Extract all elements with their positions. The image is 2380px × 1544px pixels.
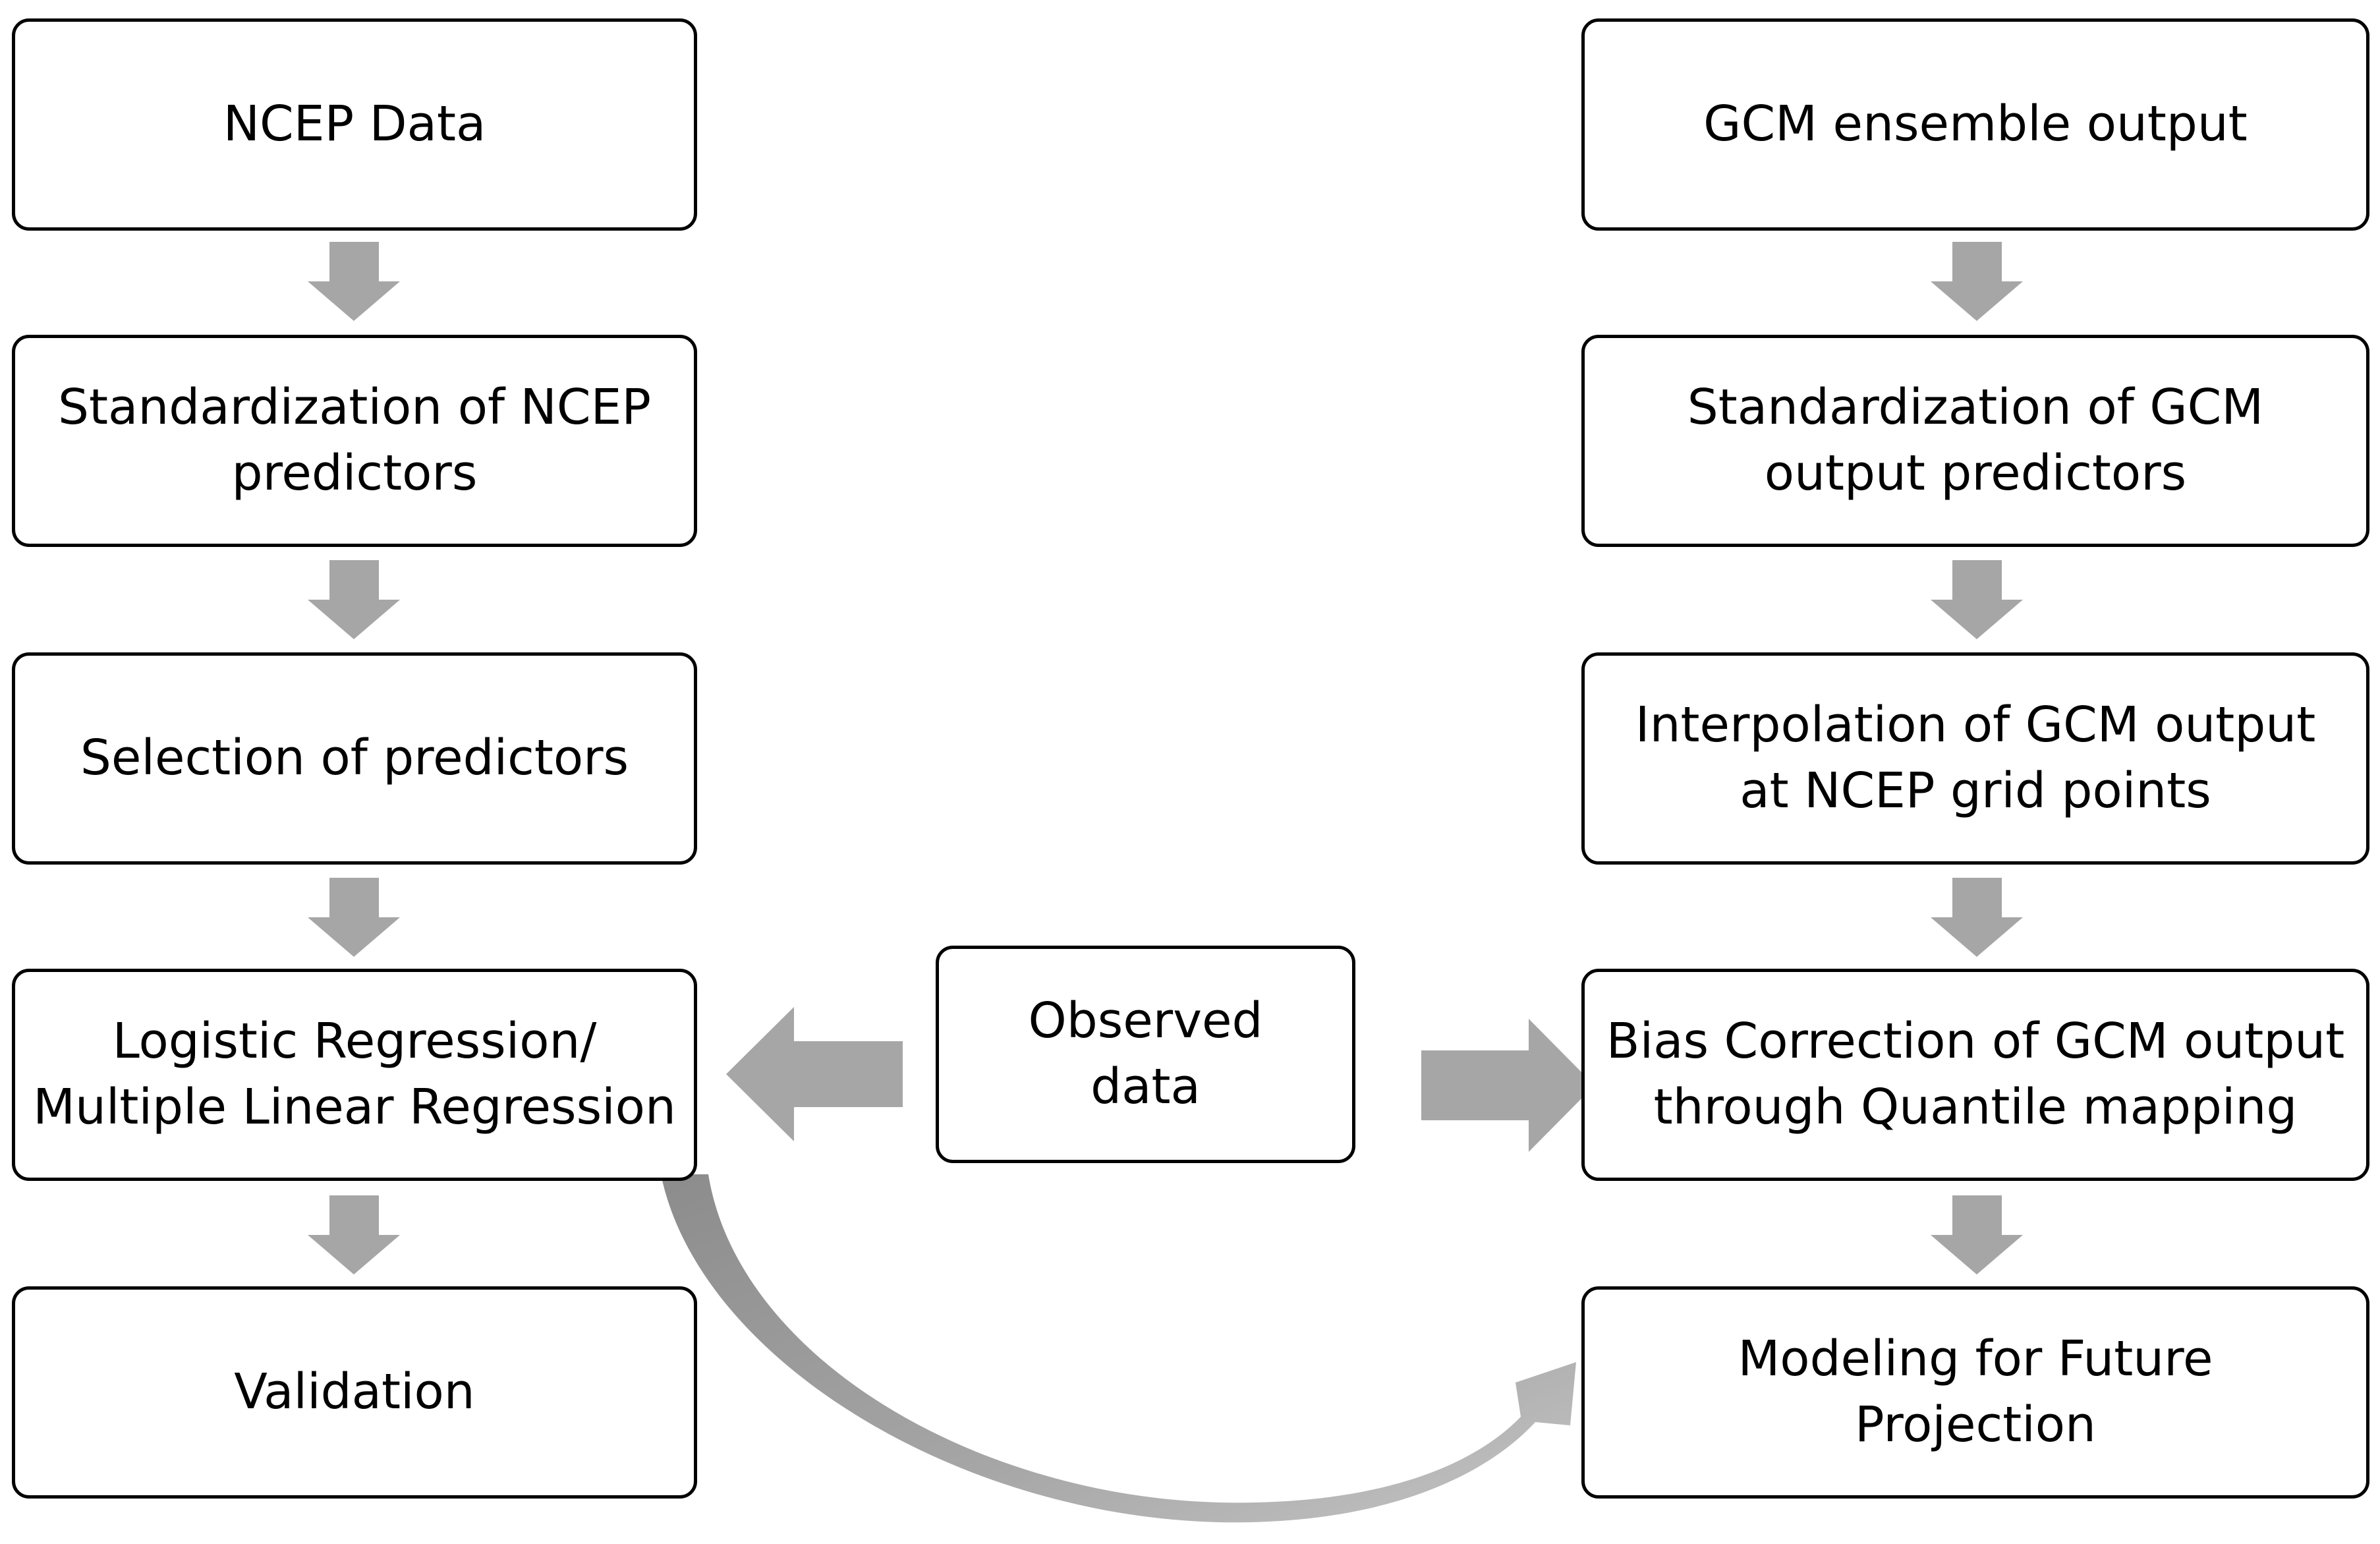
box-label: Multiple Linear Regression [33, 1079, 676, 1135]
ncep-data-box: NCEP Data [12, 18, 697, 231]
future-projection-box: Modeling for Future Projection [1581, 1286, 2369, 1499]
box-label: Projection [1855, 1396, 2096, 1453]
box-label: through Quantile mapping [1653, 1079, 2298, 1135]
box-label: GCM ensemble output [1703, 96, 2248, 153]
standardization-ncep-box: Standardization of NCEP predictors [12, 335, 697, 547]
down-arrow-icon [1931, 560, 2023, 639]
down-arrow-icon [308, 878, 400, 957]
right-arrow-icon [1421, 1019, 1595, 1152]
box-label: Interpolation of GCM output [1635, 697, 2316, 754]
box-label: Standardization of GCM [1687, 379, 2264, 436]
box-label: predictors [231, 445, 478, 501]
box-label: Bias Correction of GCM output [1606, 1013, 2345, 1070]
gcm-ensemble-output-box: GCM ensemble output [1581, 18, 2369, 231]
selection-of-predictors-box: Selection of predictors [12, 652, 697, 865]
observed-data-box: Observed data [936, 946, 1355, 1163]
box-label: at NCEP grid points [1740, 762, 2211, 819]
curved-arrow-icon [661, 1174, 1576, 1523]
down-arrow-icon [308, 560, 400, 639]
validation-box: Validation [12, 1286, 697, 1499]
down-arrow-icon [1931, 242, 2023, 321]
box-label: Selection of predictors [80, 729, 629, 787]
left-arrow-icon [726, 1007, 903, 1141]
box-label: Modeling for Future [1738, 1330, 2213, 1388]
box-label: NCEP Data [223, 96, 486, 153]
standardization-gcm-box: Standardization of GCM output predictors [1581, 335, 2369, 547]
bias-correction-box: Bias Correction of GCM output through Qu… [1581, 969, 2369, 1181]
box-label: output predictors [1764, 445, 2187, 501]
box-label: Observed [1028, 992, 1263, 1050]
regression-box: Logistic Regression/ Multiple Linear Reg… [12, 969, 697, 1181]
down-arrow-icon [1931, 878, 2023, 957]
box-label: Standardization of NCEP [58, 379, 651, 436]
box-label: data [1091, 1058, 1201, 1115]
interpolation-box: Interpolation of GCM output at NCEP grid… [1581, 652, 2369, 865]
box-label: Logistic Regression/ [112, 1013, 597, 1070]
down-arrow-icon [1931, 1195, 2023, 1274]
box-label: Validation [234, 1363, 475, 1421]
down-arrow-icon [308, 1195, 400, 1274]
down-arrow-icon [308, 242, 400, 321]
